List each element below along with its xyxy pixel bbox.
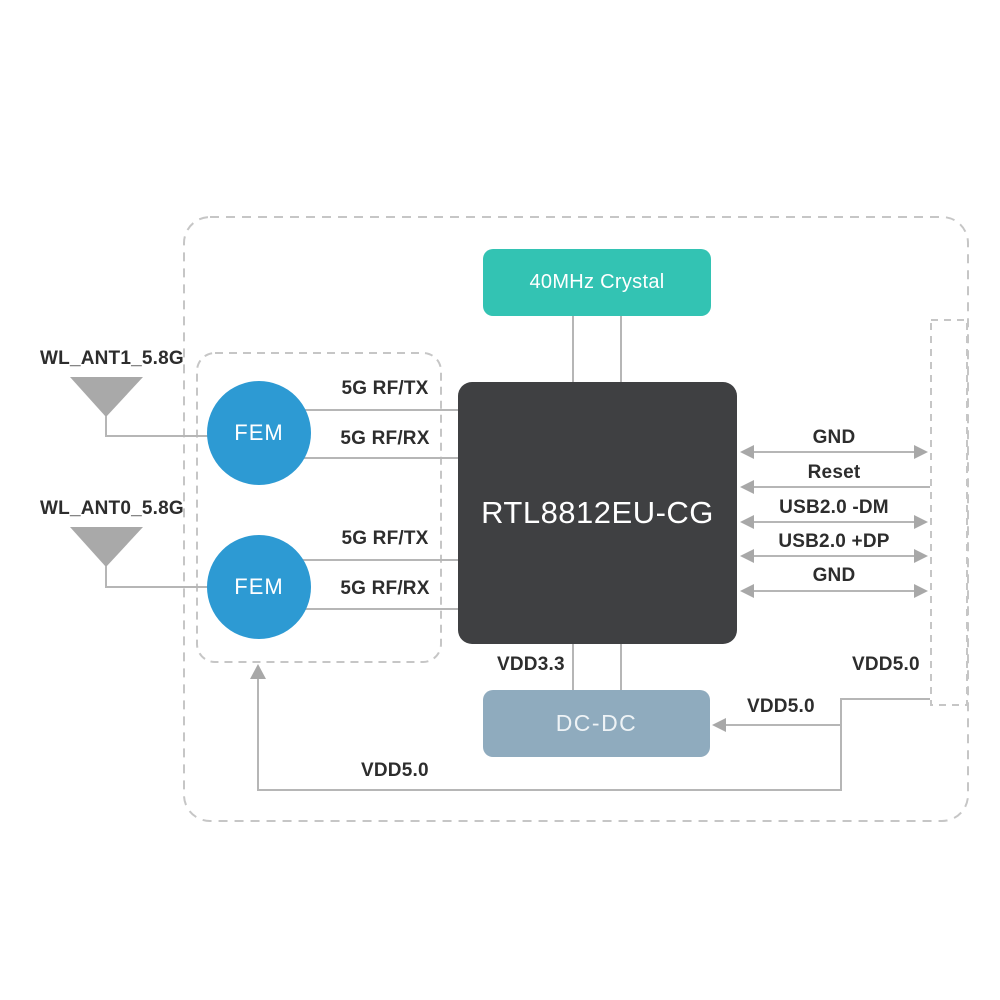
chip-label: RTL8812EU-CG	[481, 495, 714, 530]
vdd50-loop-line	[257, 676, 930, 791]
usb-dp-arrow-right-icon	[914, 549, 928, 563]
antenna1-label: WL_ANT1_5.8G	[40, 348, 184, 369]
fem1-label: FEM	[234, 420, 284, 445]
reset-arrow-left-icon	[740, 480, 754, 494]
gnd2-label: GND	[812, 565, 856, 586]
vdd50-fem-arrow-up-icon	[250, 664, 266, 679]
rf-tx1-label: 5G RF/TX	[341, 378, 429, 399]
vdd50-connector-label: VDD5.0	[852, 654, 920, 675]
reset-label: Reset	[807, 462, 861, 483]
gnd2-arrow-left-icon	[740, 584, 754, 598]
rf-tx2-label: 5G RF/TX	[341, 528, 429, 549]
usb-dm-arrow-left-icon	[740, 515, 754, 529]
gnd1-arrow-right-icon	[914, 445, 928, 459]
antenna0-label: WL_ANT0_5.8G	[40, 498, 184, 519]
fem2-label: FEM	[234, 574, 284, 599]
gnd2-arrow-right-icon	[914, 584, 928, 598]
usb-dp-arrow-left-icon	[740, 549, 754, 563]
vdd33-label: VDD3.3	[497, 654, 565, 675]
chip-block: RTL8812EU-CG	[458, 382, 737, 644]
fem1-block: FEM	[207, 381, 311, 485]
vdd50-dcdc-arrow-left-icon	[712, 718, 726, 732]
rf-rx1-label: 5G RF/RX	[340, 428, 430, 449]
usb-dp-label: USB2.0 +DP	[778, 531, 890, 552]
usb-connector-outline	[930, 319, 968, 706]
fem2-block: FEM	[207, 535, 311, 639]
crystal-block: 40MHz Crystal	[483, 249, 711, 316]
vdd50-loop-label: VDD5.0	[361, 760, 429, 781]
antenna0-icon	[70, 527, 143, 567]
rf-rx2-label: 5G RF/RX	[340, 578, 430, 599]
gnd1-arrow-left-icon	[740, 445, 754, 459]
fem-module-outline	[196, 352, 442, 663]
crystal-label: 40MHz Crystal	[529, 271, 665, 293]
gnd1-label: GND	[812, 427, 856, 448]
dcdc-block: DC-DC	[483, 690, 710, 757]
vdd50-dcdc-label: VDD5.0	[747, 696, 815, 717]
antenna1-icon	[70, 377, 143, 417]
usb-dm-arrow-right-icon	[914, 515, 928, 529]
dcdc-label: DC-DC	[555, 710, 638, 736]
usb-dm-label: USB2.0 -DM	[779, 497, 889, 518]
